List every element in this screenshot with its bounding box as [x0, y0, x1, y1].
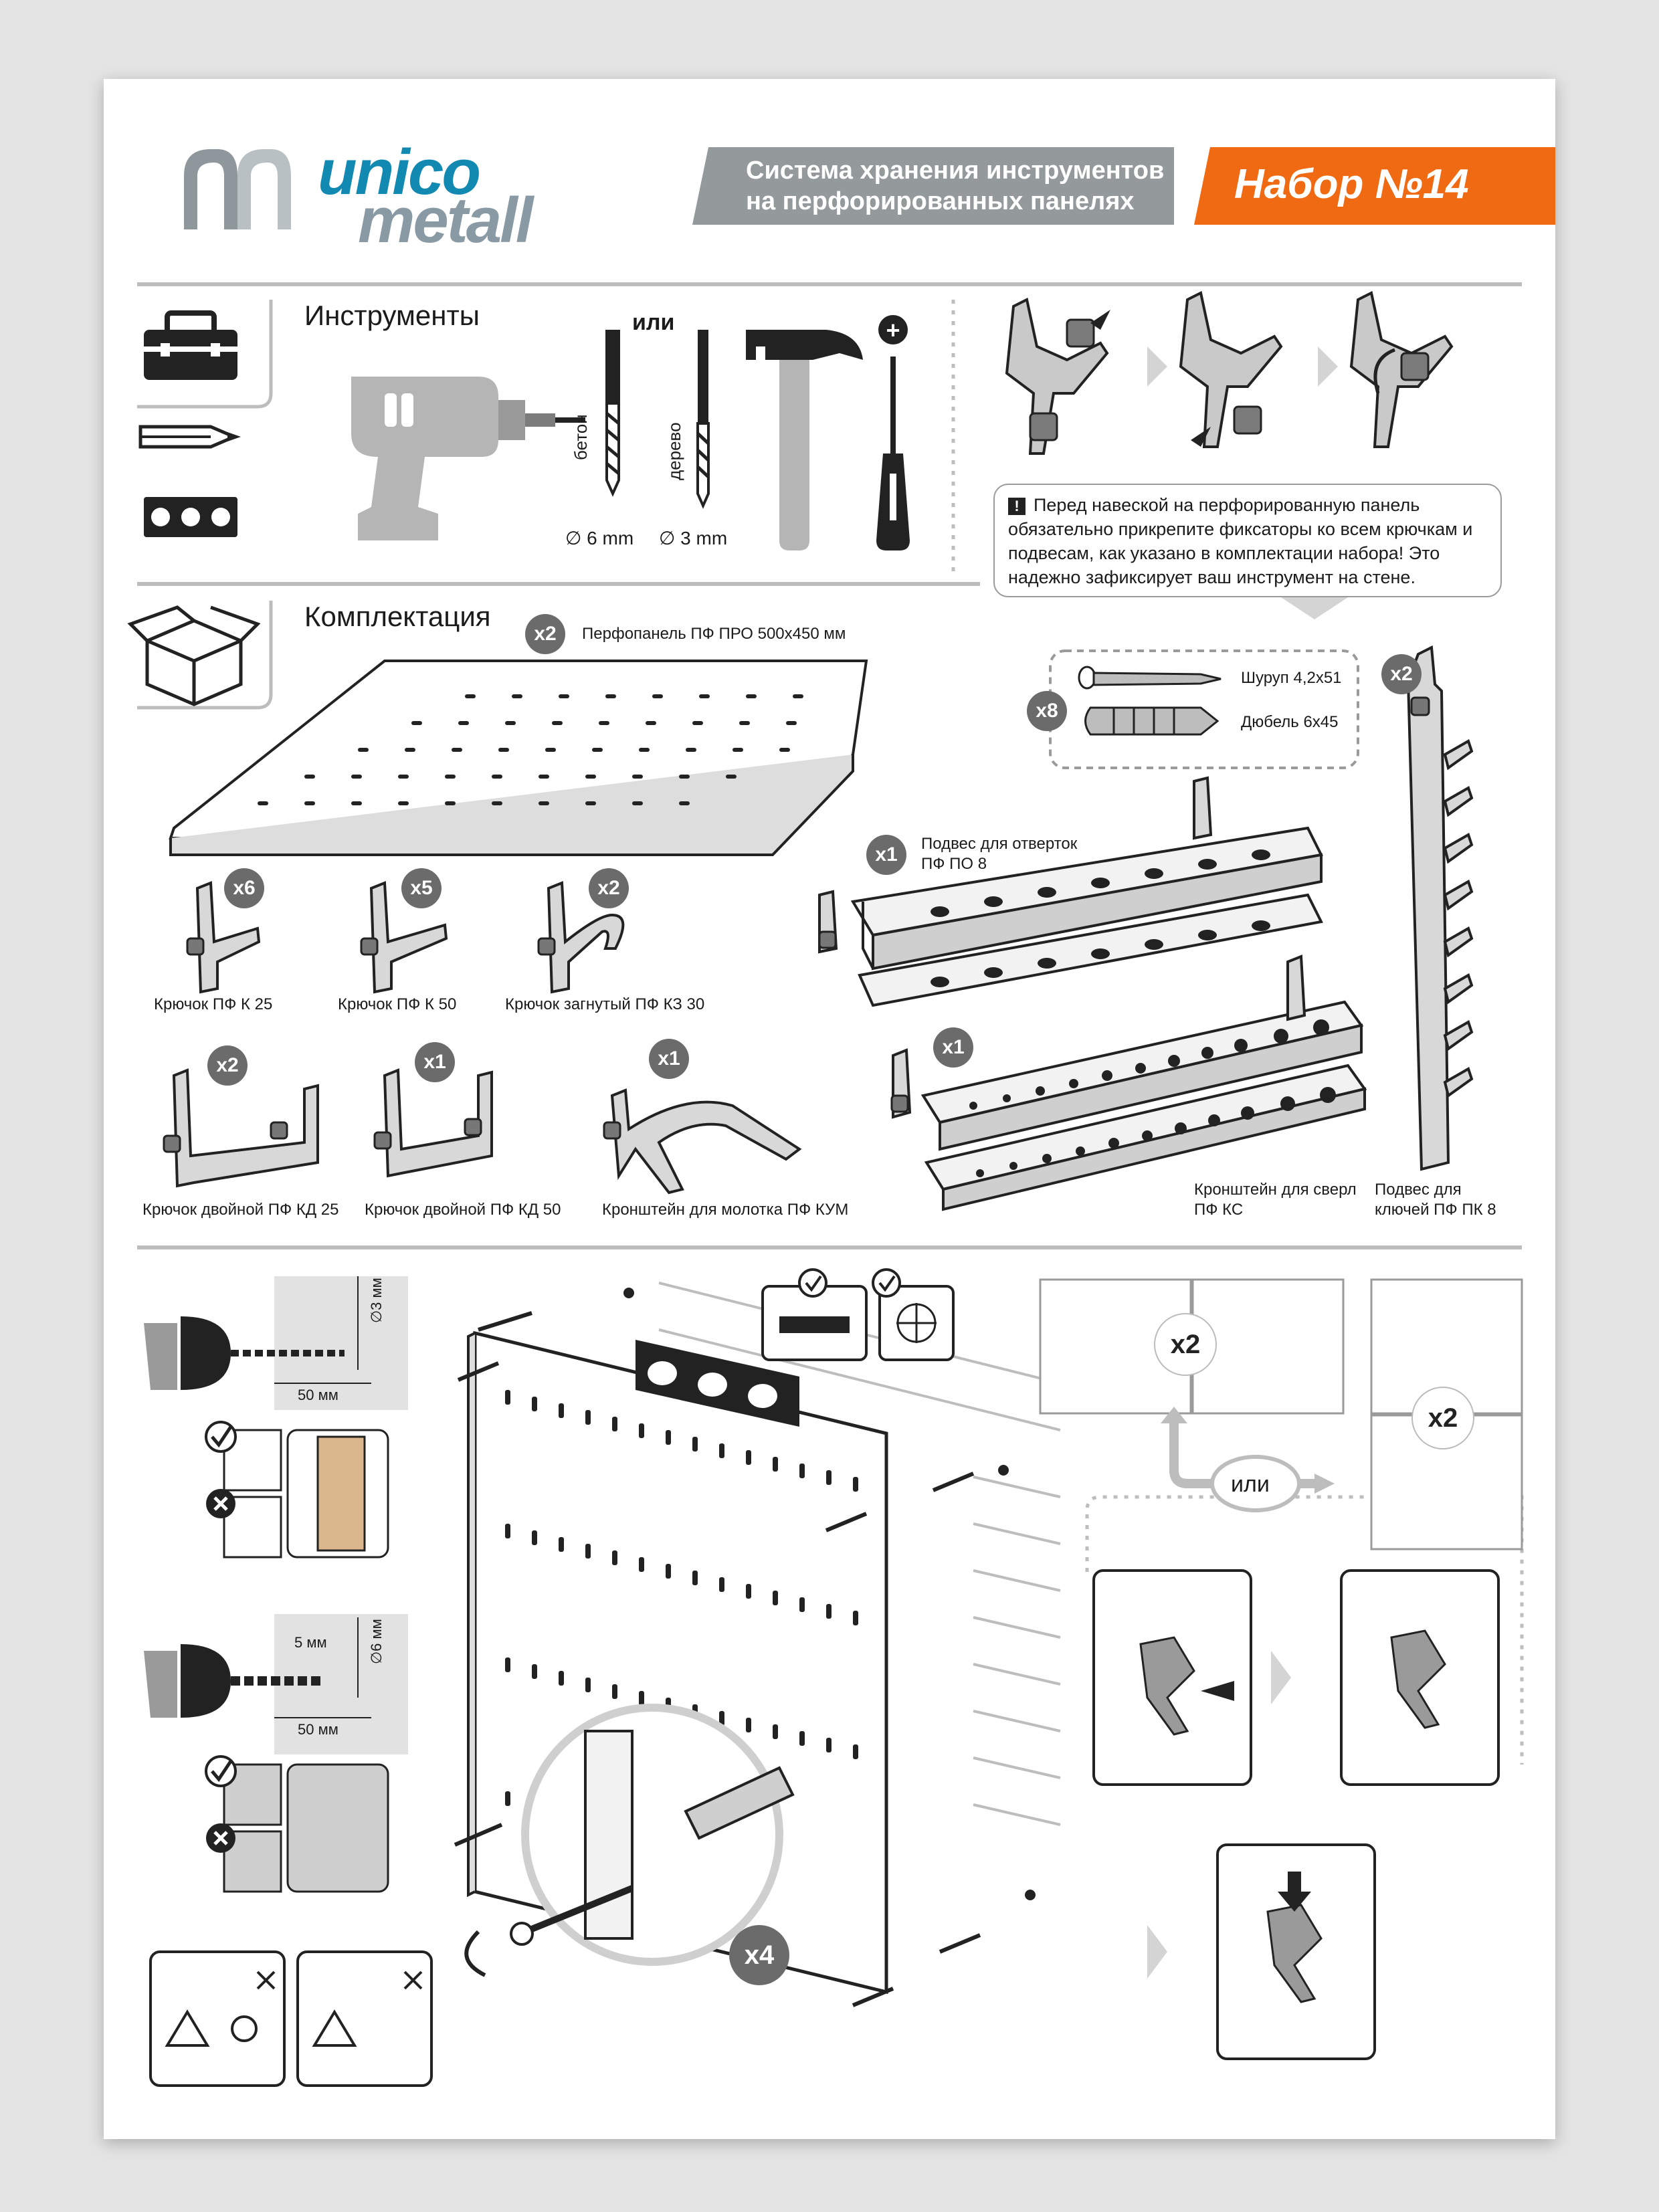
header-title-box: Система хранения инструментов на перфори… [692, 147, 1174, 225]
spirit-level-icon [144, 497, 237, 537]
screwdriver-holder-illustration [818, 776, 1323, 1007]
hook-kd50-label: Крючок двойной ПФ КД 50 [365, 1201, 561, 1219]
or-label: или [632, 310, 675, 335]
fixing-steps-illustration [1005, 291, 1454, 619]
keys-holder-label-line2: ключей ПФ ПК 8 [1375, 1201, 1496, 1219]
hammer-bracket-label: Кронштейн для молотка ПФ КУМ [602, 1201, 849, 1219]
drill-bracket-label-line1: Кронштейн для сверл [1194, 1181, 1357, 1199]
svg-text:+: + [886, 316, 900, 344]
wood-bit-size: ∅ 3 mm [659, 528, 728, 548]
installation-illustrations [144, 1268, 1523, 2087]
brand-logo: unico metall [171, 136, 572, 256]
warning-icon: ! [1008, 498, 1026, 515]
wood-hole-depth: 50 мм [298, 1387, 338, 1403]
layout-or-label: или [1231, 1472, 1270, 1497]
drill-bracket-qty-badge: x1 [933, 1027, 973, 1068]
dowel-icon [1084, 706, 1219, 736]
concrete-hole-depth: 50 мм [298, 1721, 338, 1738]
wood-drill-bit-icon [696, 330, 710, 509]
drill-bracket-illustration [890, 954, 1367, 1211]
concrete-hole-diameter: ∅6 мм [368, 1619, 385, 1664]
hardware-qty-badge: x8 [1027, 691, 1067, 731]
instruction-sheet: unico metall Система хранения инструмент… [104, 79, 1555, 2139]
keys-holder-qty-badge: x2 [1381, 654, 1422, 694]
perforated-panel-illustration [169, 660, 868, 856]
hook-kd50-qty-badge: x1 [415, 1042, 455, 1082]
hook-k50-label: Крючок ПФ К 50 [338, 995, 457, 1013]
header-title-line1: Система хранения инструментов [746, 157, 1165, 185]
screw-icon [1078, 666, 1222, 690]
concrete-bit-size: ∅ 6 mm [565, 528, 634, 548]
hook-kd25-qty-badge: x2 [207, 1045, 248, 1086]
kit-heading: Комплектация [304, 601, 491, 632]
warning-note: !Перед навеской на перфорированную панел… [993, 484, 1502, 597]
panel-label: Перфопанель ПФ ПРО 500x450 мм [582, 625, 846, 643]
drill-icon [351, 377, 585, 540]
set-number-box: Набор №14 [1194, 147, 1555, 225]
screwdriver-holder-qty-badge: x1 [866, 835, 906, 875]
dowel-label: Дюбель 6x45 [1241, 713, 1339, 731]
screws-qty-badge: x4 [729, 1925, 789, 1985]
keys-holder-label-line1: Подвес для [1375, 1181, 1462, 1199]
pencil-icon [138, 425, 241, 449]
drill-bracket-label-line2: ПФ КС [1194, 1201, 1244, 1219]
hook-k25-qty-badge: x6 [224, 868, 264, 908]
concrete-drill-bit-icon [605, 330, 620, 497]
concrete-offset: 5 мм [294, 1634, 327, 1651]
section-dividers [137, 282, 1524, 1765]
hammer-icon [746, 330, 863, 550]
warning-text: Перед навеской на перфорированную панель… [1008, 495, 1473, 587]
screwdriver-icon: + [876, 315, 910, 550]
brand-name-line2: metall [358, 185, 533, 256]
tools-heading: Инструменты [304, 300, 480, 331]
hook-kz30-qty-badge: x2 [589, 868, 629, 908]
brand-mark-icon [184, 149, 291, 229]
keys-holder-illustration [1406, 645, 1474, 1171]
hammer-bracket-qty-badge: x1 [649, 1039, 689, 1079]
brand-name-line1: unico [318, 136, 481, 208]
hook-k25-label: Крючок ПФ К 25 [154, 995, 273, 1013]
toolbox-icon [144, 310, 237, 380]
tools-illustrations: + [138, 310, 910, 550]
panel-qty-badge: x2 [525, 614, 565, 654]
layout-b-qty-badge: x2 [1411, 1387, 1474, 1449]
hooks-illustration [163, 881, 802, 1195]
screwdriver-holder-label-line2: ПФ ПО 8 [921, 855, 987, 873]
set-number: Набор №14 [1234, 161, 1469, 207]
header-title-line2: на перфорированных панелях [746, 187, 1135, 215]
hardware-box [1049, 649, 1359, 769]
hook-k50-qty-badge: x5 [401, 868, 442, 908]
hook-kz30-label: Крючок загнутый ПФ КЗ 30 [505, 995, 705, 1013]
screw-label: Шуруп 4,2x51 [1241, 669, 1342, 687]
wood-hole-diameter: ∅3 мм [368, 1278, 385, 1323]
layout-a-qty-badge: x2 [1154, 1313, 1217, 1376]
screwdriver-holder-label-line1: Подвес для отверток [921, 835, 1078, 853]
box-icon [127, 605, 261, 706]
hook-kd25-label: Крючок двойной ПФ КД 25 [142, 1201, 339, 1219]
